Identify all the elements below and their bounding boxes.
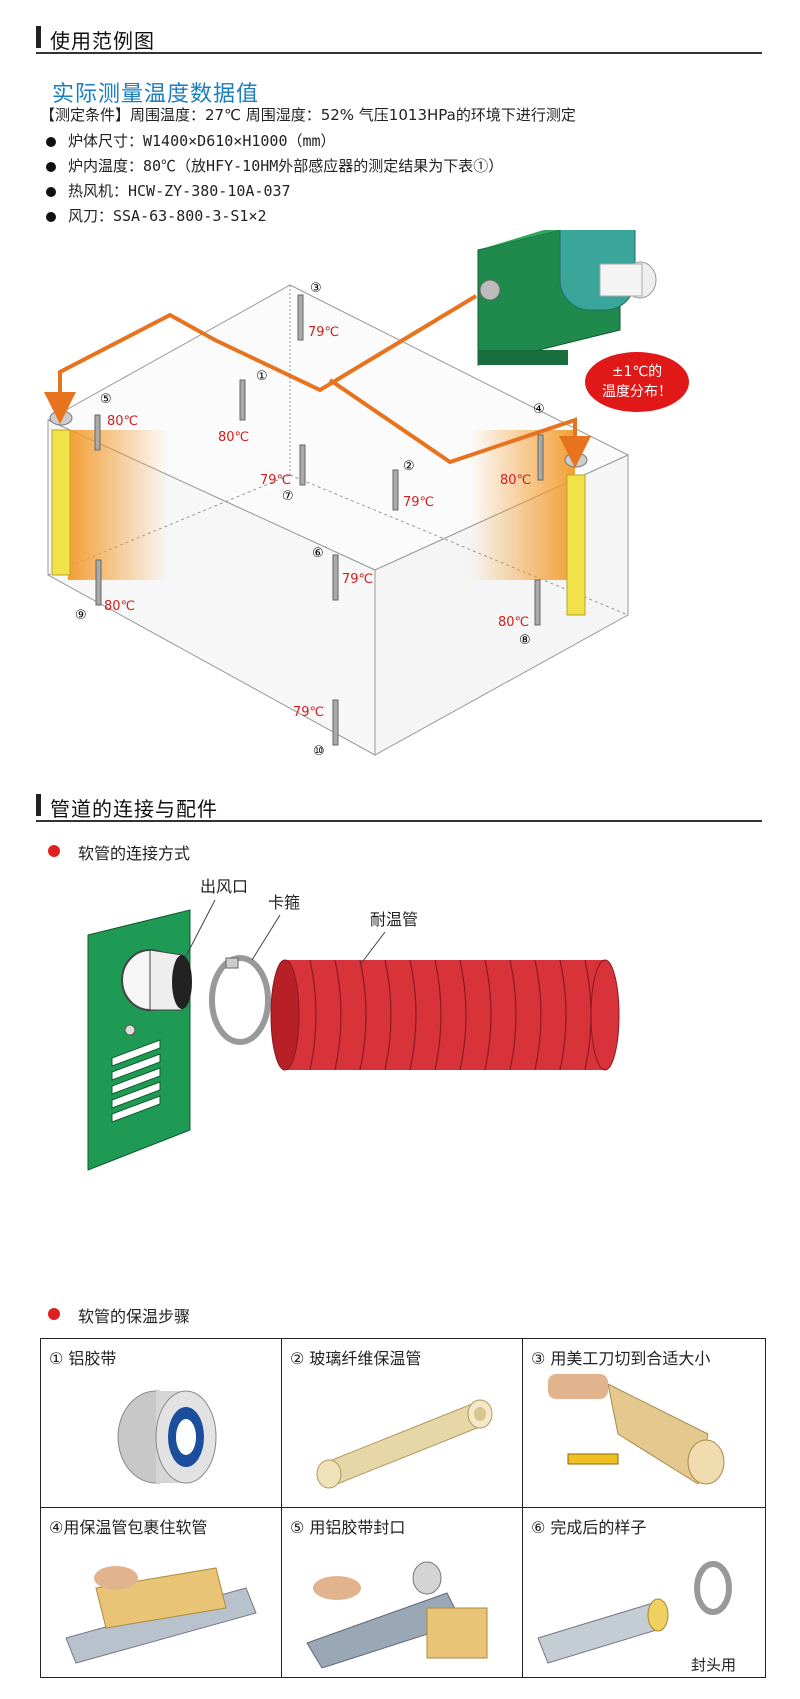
sensor-3: ③ 79℃ [297, 281, 339, 341]
bullet-text: 风刀：SSA-63-800-3-S1×2 [68, 207, 267, 225]
bullet-3: 热风机：HCW-ZY-380-10A-037 [46, 180, 291, 201]
sensor-5: ⑤ 80℃ [94, 392, 138, 451]
sealing-image [306, 1561, 488, 1668]
step-cell-4: ④用保温管包裹住软管 [41, 1508, 282, 1677]
hose-connection-diagram: 出风口 卡箍 耐温管 [87, 877, 620, 1171]
sensor-10: ⑩ 79℃ [293, 699, 339, 759]
glass-fiber-tube-image [316, 1399, 493, 1489]
sensor-num: ⑨ [75, 608, 87, 623]
airflow-arrow-right [328, 378, 591, 468]
screw [124, 1024, 136, 1036]
header-bar [36, 794, 41, 816]
sensor-4: ④ 80℃ [500, 402, 545, 488]
end-cap-label: 封头用 [691, 1656, 737, 1674]
heat-zone-right [470, 430, 575, 580]
red-bullet [48, 845, 60, 857]
step-caption: ⑥ 完成后的样子 [531, 1518, 647, 1537]
bullet-text: 热风机：HCW-ZY-380-10A-037 [68, 182, 291, 200]
air-knife-right [564, 452, 588, 616]
sensor-num: ⑩ [313, 744, 325, 759]
insulation-subtitle: 软管的保温步骤 [78, 1307, 191, 1326]
hose-connection-subtitle: 软管的连接方式 [78, 844, 191, 863]
bullet-4: 风刀：SSA-63-800-3-S1×2 [46, 205, 267, 226]
bullet-dot [46, 136, 56, 147]
sensor-num: ⑧ [519, 633, 531, 648]
section-title: 使用范例图 [50, 29, 155, 53]
sensor-num: ③ [310, 281, 322, 296]
bullet-dot [46, 161, 56, 172]
heater-panel [87, 909, 191, 1171]
vent-slots [111, 1039, 161, 1123]
bullet-dot [46, 186, 56, 197]
sensor-temp: 79℃ [308, 325, 339, 340]
sensor-num: ① [256, 369, 268, 384]
section-title: 管道的连接与配件 [50, 797, 218, 821]
step-caption: ② 玻璃纤维保温管 [290, 1349, 422, 1368]
bullet-2: 炉内温度：80℃（放HFY-10HM外部感应器的测定结果为下表①） [46, 155, 503, 176]
step-cell-1: ① 铝胶带 [41, 1339, 282, 1508]
temperature-badge [585, 352, 689, 412]
sensor-num: ② [403, 459, 415, 474]
measurement-title: 实际测量温度数据值 [52, 82, 260, 107]
step-cell-6: ⑥ 完成后的样子 封头用 [523, 1508, 765, 1677]
airflow-arrow [44, 294, 478, 424]
label-outlet: 出风口 [200, 877, 248, 896]
sensor-num: ⑦ [282, 489, 294, 504]
wrapping-image [65, 1566, 257, 1664]
label-hose: 耐温管 [370, 910, 418, 929]
sensor-9: ⑨ 80℃ [75, 559, 135, 623]
sensor-temp: 79℃ [403, 495, 434, 510]
clamp-ring [209, 955, 271, 1045]
hose-pointer [359, 931, 386, 966]
heat-resistant-hose [270, 959, 620, 1071]
section-header-usage: 使用范例图 [36, 22, 762, 54]
sensor-temp: 80℃ [107, 414, 138, 429]
sensor-temp: 80℃ [500, 473, 531, 488]
bullet-dot [46, 211, 56, 222]
sensor-temp: 79℃ [342, 572, 373, 587]
bullet-text: 炉内温度：80℃（放HFY-10HM外部感应器的测定结果为下表①） [68, 157, 504, 175]
label-clamp: 卡箍 [268, 893, 300, 912]
sensor-1: ① 80℃ [218, 369, 268, 445]
sensor-num: ④ [533, 402, 545, 417]
sensor-temp: 80℃ [104, 599, 135, 614]
aluminum-tape-image [117, 1390, 217, 1484]
header-bar [36, 26, 41, 48]
step-cell-5: ⑤ 用铝胶带封口 [282, 1508, 523, 1677]
bullet-text: 炉体尺寸：W1400×D610×H1000（mm） [68, 132, 336, 150]
step-cell-3: ③ 用美工刀切到合适大小 [523, 1339, 765, 1508]
step-caption: ④用保温管包裹住软管 [49, 1518, 208, 1537]
sensor-temp: 80℃ [218, 430, 249, 445]
heat-zone-left [68, 430, 168, 580]
sensor-num: ⑥ [312, 546, 324, 561]
sensor-temp: 79℃ [260, 473, 291, 488]
condition-line: 【测定条件】周围温度：27℃ 周围湿度：52% 气压1013HPa的环境下进行测… [40, 106, 576, 124]
bullet-1: 炉体尺寸：W1400×D610×H1000（mm） [46, 130, 336, 151]
sensor-temp: 80℃ [498, 615, 529, 630]
cutting-image [548, 1374, 725, 1485]
hot-air-heater [477, 230, 657, 366]
badge-line2: 温度分布！ [602, 384, 672, 400]
badge-line1: ±1℃的 [612, 364, 662, 380]
outlet-pointer [184, 899, 216, 959]
sensor-8: ⑧ 80℃ [498, 579, 541, 648]
clamp-pointer [251, 914, 281, 961]
step-caption: ⑤ 用铝胶带封口 [290, 1518, 406, 1537]
hose-ridges [309, 959, 592, 1071]
sensor-temp: 79℃ [293, 705, 324, 720]
step-caption: ① 铝胶带 [49, 1349, 117, 1368]
sensor-6: ⑥ 79℃ [312, 546, 373, 601]
red-bullet [48, 1308, 60, 1320]
step-cell-2: ② 玻璃纤维保温管 [282, 1339, 523, 1508]
sensor-7: ⑦ 79℃ [260, 444, 306, 504]
finished-image [537, 1561, 732, 1664]
air-knife-left [49, 410, 73, 576]
step-caption: ③ 用美工刀切到合适大小 [531, 1349, 711, 1368]
sensor-num: ⑤ [100, 392, 112, 407]
section-header-ducts: 管道的连接与配件 [36, 790, 762, 822]
oven-diagram: ±1℃的 温度分布！ ① 80℃ ② 79℃ ③ 79℃ ④ 80℃ ⑤ 80℃… [44, 230, 689, 759]
sensor-2: ② 79℃ [392, 459, 434, 511]
insulation-steps-grid: ① 铝胶带 ② 玻璃纤维保温管 ③ 用美工刀切到合适大小 ④用保温管包裹住软管 [40, 1338, 766, 1678]
